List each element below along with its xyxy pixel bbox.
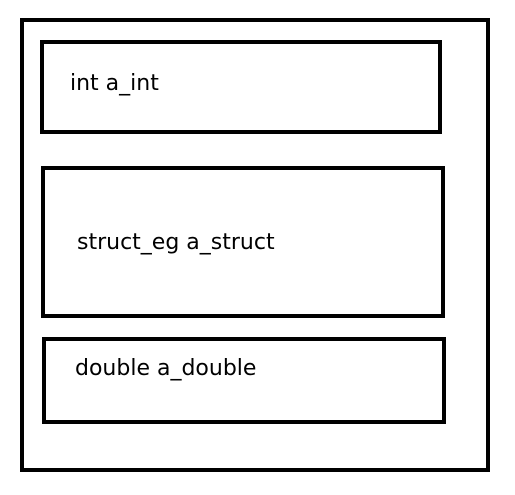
field-label-double: double a_double [75, 356, 257, 381]
field-box-int: int a_int [40, 40, 442, 134]
field-box-struct: struct_eg a_struct [41, 166, 445, 318]
field-box-double: double a_double [42, 337, 446, 424]
field-label-int: int a_int [70, 71, 159, 96]
field-label-struct: struct_eg a_struct [77, 230, 275, 255]
